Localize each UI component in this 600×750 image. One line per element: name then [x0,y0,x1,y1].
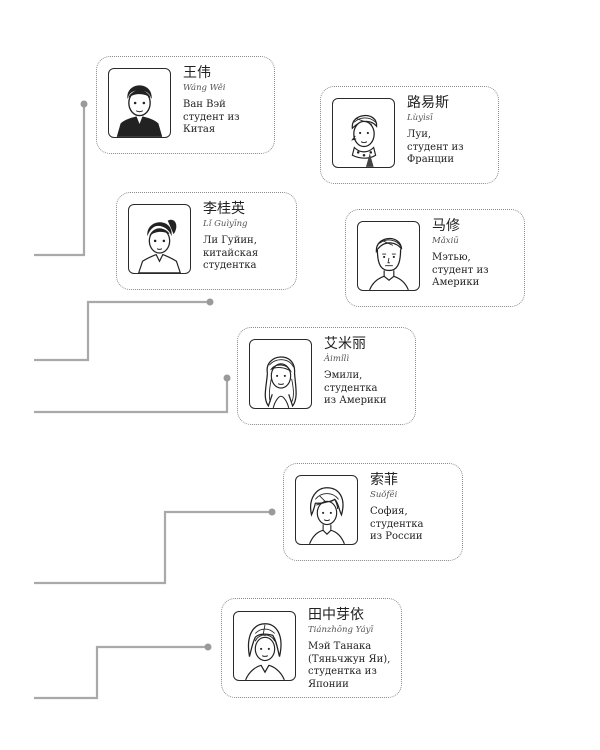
connector-line-tianzhong-yayi [34,645,208,700]
connector-line-suofei [34,510,272,585]
connector-dot [204,643,212,651]
student-info: 索菲 Suǒfēi София, студентка из России [370,472,456,544]
student-name-hanzi: 马修 [432,218,460,234]
boy-portrait-icon [108,68,171,138]
young-man-portrait-icon [357,221,420,291]
student-name-pinyin: Lǐ Guìyīng [203,219,248,229]
student-name-pinyin: Tiánzhōng Yáyī [308,625,374,635]
student-card-luyisi: 路易斯 Lùyìsī Луи, студент из Франции [320,86,499,184]
student-name-hanzi: 艾米丽 [324,336,366,352]
student-description: Ли Гуйин, китайская студентка [203,235,259,271]
student-name-hanzi: 路易斯 [407,95,449,111]
student-info: 田中芽依 Tiánzhōng Yáyī Мэй Танака (Тяньчжун… [308,607,395,691]
student-card-maxiu: 马修 Mǎxiū Мэтью, студент из Америки [345,209,525,307]
student-name-hanzi: 李桂英 [203,201,245,217]
student-info: 王伟 Wáng Wěi Ван Вэй студент из Китая [183,65,268,137]
connector-dot [206,298,214,306]
student-card-tianzhong-yayi: 田中芽依 Tiánzhōng Yáyī Мэй Танака (Тяньчжун… [221,598,402,698]
student-description: Луи, студент из Франции [407,129,464,165]
student-description: Ван Вэй студент из Китая [183,99,240,135]
student-info: 路易斯 Lùyìsī Луи, студент из Франции [407,95,492,167]
girl-ponytail-portrait-icon [128,204,191,274]
girl-short-hair-portrait-icon [295,475,358,545]
student-description: Мэй Танака (Тяньчжун Яи), студентка из Я… [308,641,391,690]
student-name-pinyin: Mǎxiū [432,236,459,246]
student-info: 李桂英 Lǐ Guìyīng Ли Гуйин, китайская студе… [203,201,290,273]
student-description: София, студентка из России [370,506,424,542]
student-name-pinyin: Lùyìsī [407,113,433,123]
student-description: Мэтью, студент из Америки [432,252,489,288]
student-name-hanzi: 王伟 [183,65,211,81]
student-info: 马修 Mǎxiū Мэтью, студент из Америки [432,218,518,290]
student-name-pinyin: Àimǐlì [324,354,350,364]
connector-line-wang-wei [34,104,86,257]
student-card-li-guiying: 李桂英 Lǐ Guìyīng Ли Гуйин, китайская студе… [116,192,297,290]
man-with-scarf-portrait-icon [332,98,395,168]
student-card-wang-wei: 王伟 Wáng Wěi Ван Вэй студент из Китая [96,56,275,154]
connector-dot [268,508,276,516]
connector-line-aimili [34,378,229,414]
student-info: 艾米丽 Àimǐlì Эмили, студентка из Америки [324,336,409,408]
connector-dot [80,100,88,108]
connector-dot [223,374,231,382]
girl-long-hair-portrait-icon [249,339,312,409]
student-name-pinyin: Suǒfēi [370,490,398,500]
student-name-hanzi: 索菲 [370,472,398,488]
student-description: Эмили, студентка из Америки [324,370,387,406]
connector-line-li-guiying [34,300,210,362]
student-card-aimili: 艾米丽 Àimǐlì Эмили, студентка из Америки [237,327,416,425]
student-card-suofei: 索菲 Suǒfēi София, студентка из России [283,463,463,561]
student-name-pinyin: Wáng Wěi [183,83,226,93]
girl-bob-portrait-icon [233,611,296,681]
student-name-hanzi: 田中芽依 [308,607,364,623]
